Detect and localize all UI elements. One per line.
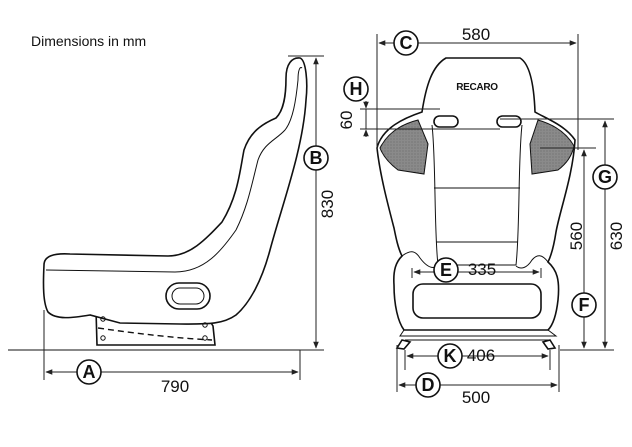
marker-circle-f (571, 292, 597, 318)
marker-circle-d (415, 372, 441, 398)
dimension-h: H 60 (337, 76, 500, 137)
front-back-inner (431, 124, 523, 266)
marker-circle-c (393, 30, 419, 56)
side-view-seat (8, 57, 308, 351)
front-view-seat: RECARO (376, 57, 576, 350)
dimension-g: G 630 (500, 118, 626, 351)
front-right-shoulder-pad (529, 119, 575, 175)
marker-circle-h (343, 76, 369, 102)
marker-circle-b (303, 145, 329, 171)
dimension-c: C 580 (376, 25, 579, 150)
side-bolt-hole (202, 322, 208, 328)
dimension-d-value: 500 (462, 388, 490, 407)
dimension-b: B 830 (288, 55, 337, 351)
side-shell-inner-curve (45, 67, 303, 273)
marker-c: C (400, 33, 413, 53)
side-shell-outline (42, 57, 308, 325)
side-bolt-hole (100, 335, 106, 341)
front-left-bolster-line (401, 251, 439, 269)
dimension-b-value: 830 (318, 190, 337, 218)
marker-circle-k (437, 343, 463, 369)
dimension-e-value: 335 (468, 260, 496, 279)
dimension-a-value: 790 (161, 377, 189, 396)
front-right-belt-slot (496, 115, 522, 128)
dimension-h-value: 60 (337, 111, 356, 130)
dimension-f: F 560 (540, 147, 597, 349)
front-seat-lip (399, 329, 558, 337)
front-right-bolster-line (515, 255, 549, 269)
side-bolt-hole (100, 316, 106, 322)
dimension-a: A 790 (43, 310, 301, 396)
front-left-belt-slot (433, 115, 459, 128)
dimension-c-value: 580 (462, 25, 490, 44)
marker-circle-a (76, 359, 102, 385)
marker-a: A (83, 362, 96, 382)
diagram-title: Dimensions in mm (31, 33, 146, 49)
front-right-rail-foot (541, 339, 557, 350)
front-seat-cushion (412, 283, 542, 319)
dimension-k: K 406 (404, 343, 551, 370)
side-belt-opening-inner (171, 287, 205, 305)
marker-b: B (310, 148, 323, 168)
marker-e: E (440, 260, 452, 280)
dimension-f-value: 560 (567, 222, 586, 250)
side-rail-dashed (97, 327, 213, 341)
front-left-rail-foot (395, 339, 412, 350)
marker-g: G (598, 167, 612, 187)
marker-d: D (422, 375, 435, 395)
marker-h: H (350, 79, 363, 99)
marker-circle-e (433, 257, 459, 283)
marker-f: F (579, 295, 590, 315)
side-bolt-hole (202, 335, 208, 341)
dimension-g-value: 630 (607, 222, 626, 250)
side-belt-opening-outer (165, 282, 211, 310)
dimension-e: E 335 (411, 257, 542, 283)
dimension-d: D 500 (396, 345, 560, 407)
brand-logo-text: RECARO (456, 82, 498, 93)
dimension-k-value: 406 (467, 346, 495, 365)
marker-circle-g (592, 164, 618, 190)
front-left-shoulder-pad (379, 119, 429, 175)
marker-k: K (444, 346, 457, 366)
